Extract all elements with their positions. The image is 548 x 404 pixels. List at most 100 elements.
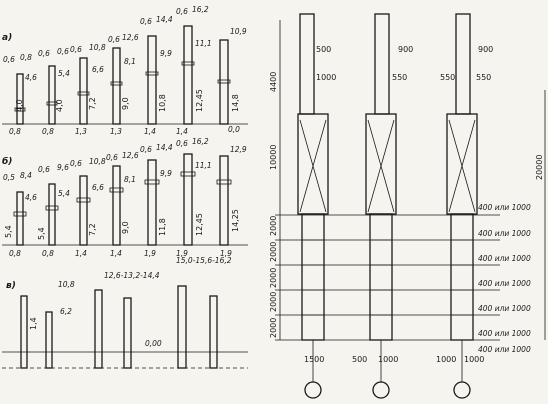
dim-2000-a: 2000 bbox=[269, 216, 278, 236]
tower-3: 900 550 550 1000 1000 bbox=[436, 13, 493, 399]
tower-3-bottom-dim-left: 1000 bbox=[436, 355, 456, 364]
row-b-column-2: 0,6 9,6 5,4 5,4 0,8 bbox=[37, 163, 70, 258]
row-a-col2-top1: 0,6 bbox=[38, 49, 50, 58]
row-a-col7-top1: 10,9 bbox=[230, 27, 247, 36]
row-b-col5-vert: 11,8 bbox=[158, 218, 167, 236]
side-note-3: 400 или 1000 bbox=[478, 254, 531, 263]
row-a-col6-vert: 12,45 bbox=[195, 89, 204, 112]
tower-2-top-dim: 900 bbox=[398, 45, 413, 54]
row-b-col5-top1: 0,6 bbox=[140, 145, 152, 154]
row-a-column-2: 0,6 0,6 5,4 4,0 0,8 bbox=[38, 47, 70, 136]
row-b-col2-base: 0,8 bbox=[42, 249, 54, 258]
row-a-col6-top1: 0,6 bbox=[176, 7, 188, 16]
row-a: а) 0,6 0,8 4,6 4,0 0,8 0,6 0,6 5,4 4,0 0 bbox=[2, 5, 248, 136]
row-b-col3-base: 1,4 bbox=[75, 249, 87, 258]
row-v-letter: в) bbox=[6, 281, 16, 291]
row-v-label-0-00: 0,00 bbox=[145, 339, 162, 348]
row-a-col5-mid: 9,9 bbox=[160, 49, 172, 58]
row-b-letter: б) bbox=[2, 156, 12, 167]
tower-3-top-dim: 900 bbox=[478, 45, 493, 54]
row-b-column-7: 12,9 14,25 1,9 bbox=[216, 145, 247, 258]
dim-2000-e: 2000 bbox=[269, 318, 278, 338]
tower-2-bottom-dim-right: 1000 bbox=[378, 355, 398, 364]
row-v: в) 10,8 6,2 1,4 12,6-13,2-14,4 0,00 15,0… bbox=[2, 256, 248, 369]
row-v-label-15-0: 15,0-15,6-16,2 bbox=[176, 256, 232, 265]
side-note-4: 400 или 1000 bbox=[478, 279, 531, 288]
row-b-col4-base: 1,4 bbox=[110, 249, 122, 258]
row-b-col3-mid: 6,6 bbox=[92, 183, 104, 192]
row-a-col5-top1: 0,6 bbox=[140, 17, 152, 26]
row-a-col1-top2: 0,8 bbox=[20, 53, 32, 62]
row-b-col7-top1: 12,9 bbox=[230, 145, 247, 154]
side-note-1: 400 или 1000 bbox=[478, 203, 531, 212]
row-a-col2-vert: 4,0 bbox=[55, 99, 64, 112]
row-a-col7-vert: 14,8 bbox=[231, 94, 240, 112]
row-b-col3-top1: 0,6 bbox=[70, 159, 82, 168]
tower-1: 500 1000 1500 bbox=[297, 13, 336, 399]
row-a-col5-base: 1,4 bbox=[144, 127, 156, 136]
row-a-col1-top1: 0,6 bbox=[3, 55, 15, 64]
row-b-col2-top2: 9,6 bbox=[57, 163, 69, 172]
row-b-col7-base: 1,9 bbox=[220, 249, 232, 258]
row-b-col5-base: 1,9 bbox=[144, 249, 156, 258]
dim-2000-d: 2000 bbox=[269, 292, 278, 312]
row-a-letter: а) bbox=[2, 33, 12, 43]
row-a-col6-mid: 11,1 bbox=[195, 39, 212, 48]
row-a-column-1: 0,6 0,8 4,6 4,0 0,8 bbox=[3, 53, 37, 136]
row-a-column-6: 0,6 16,2 11,1 12,45 1,4 bbox=[176, 5, 212, 136]
row-b-col5-top2: 14,4 bbox=[156, 143, 173, 152]
tower-2-axis-circle bbox=[372, 381, 390, 399]
row-b-col4-vert: 9,0 bbox=[121, 221, 130, 234]
row-a-col6-base: 1,4 bbox=[176, 127, 188, 136]
row-a-col5-top2: 14,4 bbox=[156, 15, 173, 24]
row-b-col6-mid: 11,1 bbox=[195, 161, 212, 170]
dim-20000: 20000 bbox=[535, 155, 544, 180]
side-note-5: 400 или 1000 bbox=[478, 304, 531, 313]
row-b-col2-mid: 5,4 bbox=[58, 189, 70, 198]
right-panel: 4400 10000 2000 2000 2000 2000 2000 2000… bbox=[269, 13, 546, 399]
row-b-col4-top2: 12,6 bbox=[122, 151, 139, 160]
row-b-col1-vert: 5,4 bbox=[4, 225, 13, 238]
row-a-col4-base: 1,3 bbox=[110, 127, 122, 136]
tower-2: 900 550 500 1000 bbox=[352, 13, 413, 399]
row-a-col3-top1: 0,6 bbox=[70, 45, 82, 54]
row-a-col2-base: 0,8 bbox=[42, 127, 54, 136]
row-b-column-3: 0,6 10,8 6,6 7,2 1,4 bbox=[70, 157, 106, 258]
row-a-col4-mid: 8,1 bbox=[124, 57, 136, 66]
row-a-col3-mid: 6,6 bbox=[92, 65, 104, 74]
tower-1-bottom-dim: 1500 bbox=[304, 355, 324, 364]
tower-1-upper-dim: 1000 bbox=[316, 73, 336, 82]
row-v-column-group-3: 15,0-15,6-16,2 bbox=[176, 256, 232, 369]
tower-3-bottom-dim-right: 1000 bbox=[464, 355, 484, 364]
row-b-column-1: 0,5 8,4 4,6 5,4 0,8 bbox=[3, 171, 37, 258]
row-b-col1-top1: 0,5 bbox=[3, 173, 15, 182]
row-a-col4-top2: 12,6 bbox=[122, 33, 139, 42]
tower-1-top-dim: 500 bbox=[316, 45, 331, 54]
row-b-column-4: 0,6 12,6 8,1 9,0 1,4 bbox=[106, 151, 139, 258]
row-a-column-5: 0,6 14,4 9,9 10,8 1,4 bbox=[140, 15, 173, 136]
row-a-col6-top2: 16,2 bbox=[192, 5, 209, 14]
row-b-col3-vert: 7,2 bbox=[88, 223, 97, 236]
row-v-label-10-8: 10,8 bbox=[58, 280, 75, 289]
row-a-col5-vert: 10,8 bbox=[158, 94, 167, 112]
row-b-column-6: 0,6 16,2 11,1 12,45 1,9 bbox=[176, 137, 212, 258]
row-a-col2-top2: 0,6 bbox=[57, 47, 69, 56]
row-b-col1-base: 0,8 bbox=[9, 249, 21, 258]
row-b-col6-base: 1,9 bbox=[176, 249, 188, 258]
tower-2-bottom-dim-left: 500 bbox=[352, 355, 367, 364]
row-b-col1-top2: 8,4 bbox=[20, 171, 32, 180]
row-v-label-1-4: 1,4 bbox=[29, 317, 38, 330]
row-v-column-group-2: 12,6-13,2-14,4 bbox=[94, 271, 160, 369]
row-a-col1-mid: 4,6 bbox=[25, 73, 37, 82]
row-b-col6-vert: 12,45 bbox=[195, 213, 204, 236]
side-note-6: 400 или 1000 bbox=[478, 329, 531, 338]
row-b-col3-top2: 10,8 bbox=[89, 157, 106, 166]
row-a-column-4: 0,6 12,6 8,1 9,0 1,3 bbox=[108, 33, 139, 136]
dim-4400: 4400 bbox=[269, 72, 278, 92]
row-a-col1-vert: 4,0 bbox=[15, 99, 24, 112]
row-a-col3-vert: 7,2 bbox=[88, 97, 97, 110]
row-v-column-group-1: 10,8 6,2 1,4 bbox=[20, 280, 75, 369]
row-b-col2-top1: 0,6 bbox=[38, 165, 50, 174]
tower-3-upper-dim-right: 550 bbox=[476, 73, 491, 82]
